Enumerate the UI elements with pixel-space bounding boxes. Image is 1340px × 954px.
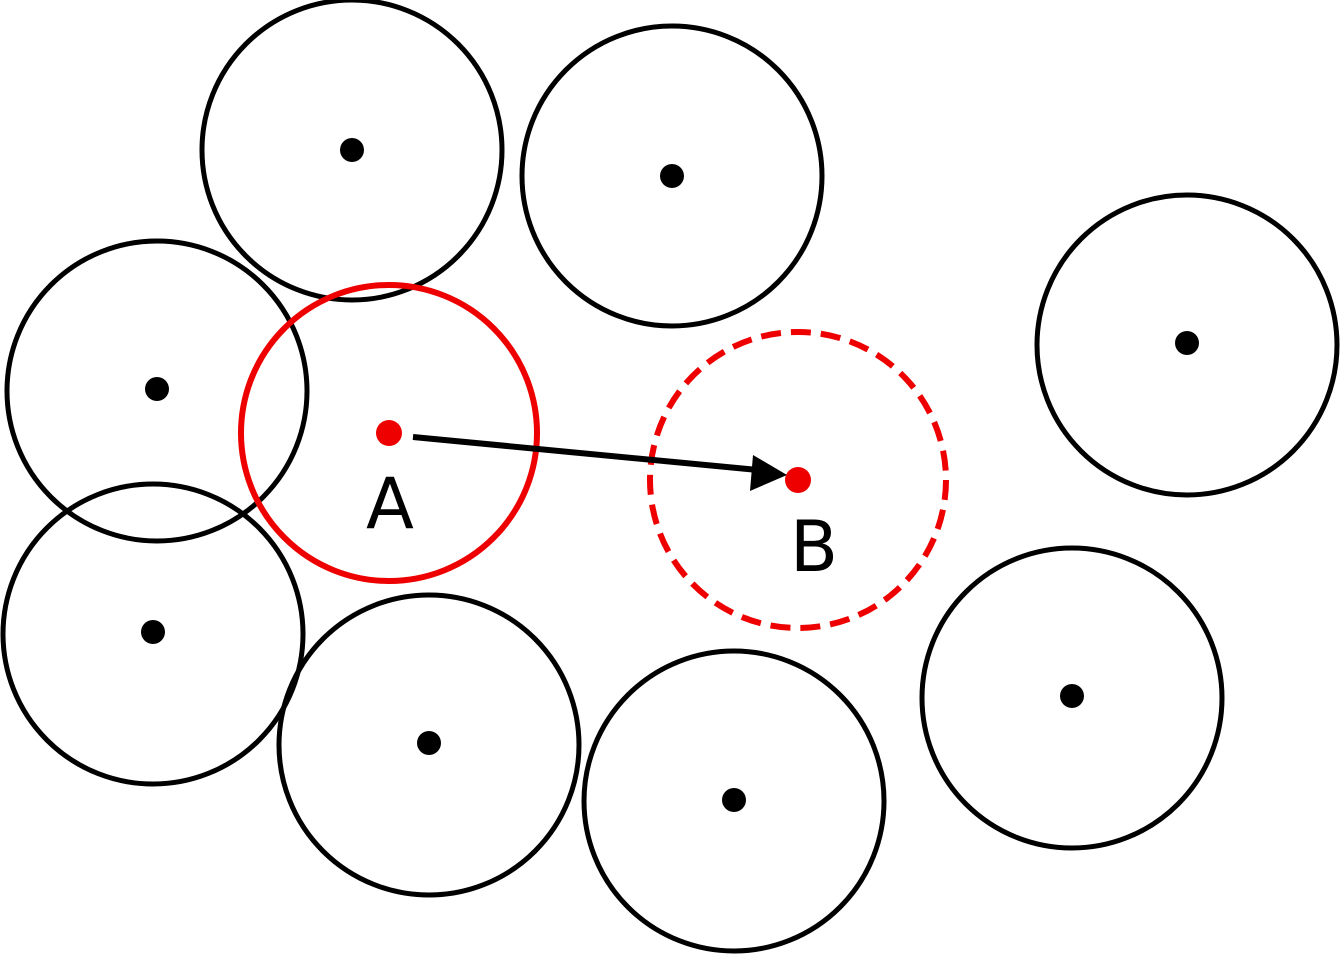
move-arrow [412,434,759,473]
particle-b-outline [647,329,949,631]
move-arrow-head [750,455,787,491]
neighbor-particle [919,545,1225,851]
particle-b-center [785,467,811,493]
particle-a-center [376,420,402,446]
neighbor-particle [199,0,505,303]
neighbor-particle [519,23,825,329]
label-b: B [790,506,838,588]
particle-b [647,329,949,631]
neighbor-particle [1034,192,1340,498]
label-a: A [366,463,414,545]
particle-a-outline [238,282,540,584]
neighbor-particle [276,592,582,898]
neighbor-particle [0,481,306,787]
neighbor-particle [4,238,310,544]
particle-a [238,282,540,584]
neighbor-particle [581,648,887,954]
